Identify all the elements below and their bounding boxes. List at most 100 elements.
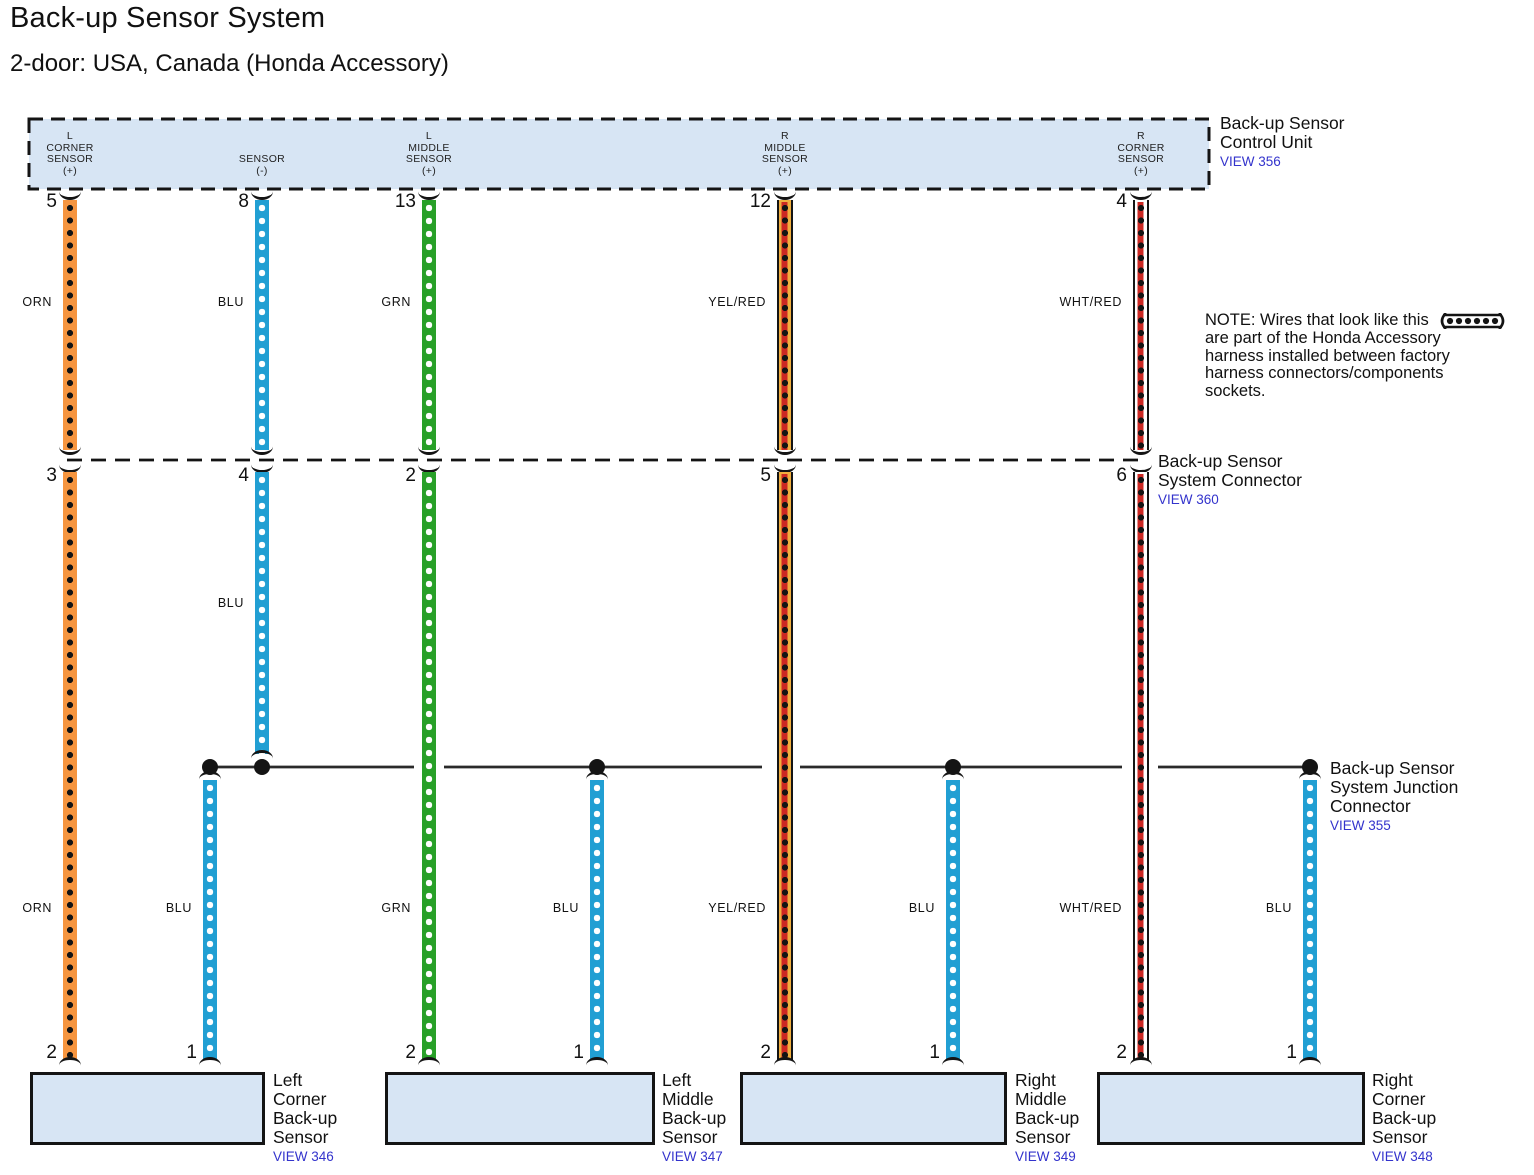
connector-shell-icon [1130, 190, 1152, 200]
sensor-view-link[interactable]: VIEW 346 [273, 1149, 334, 1164]
connector-shell-icon [774, 190, 796, 200]
control-unit-name: Back-up Sensor Control Unit [1220, 113, 1345, 152]
note-intro: NOTE: Wires that look like this [1205, 311, 1429, 329]
wire-blu-to-junction [255, 472, 269, 754]
left-middle-sensor-box [385, 1072, 655, 1145]
wire-color-label: BLU [165, 901, 192, 915]
connector-shell-icon [59, 463, 81, 473]
wire-color-label: YEL/RED [708, 901, 766, 915]
pin-number: 5 [760, 465, 771, 486]
pin-number: 1 [929, 1042, 940, 1063]
connector-shell-icon [1130, 1057, 1152, 1067]
pin-number: 2 [405, 465, 416, 486]
page-title: Back-up Sensor System [10, 2, 326, 34]
wire-orn-upper [63, 200, 77, 450]
terminal-label-r-middle: R MIDDLE SENSOR (+) [761, 130, 809, 177]
sensor-name: Left Middle Back-up Sensor [662, 1070, 727, 1147]
pin-number: 6 [1116, 465, 1127, 486]
left-middle-sensor-callout: Left Middle Back-up Sensor VIEW 347 [662, 1071, 726, 1166]
pin-number: 1 [1286, 1042, 1297, 1063]
connector-shell-icon [251, 190, 273, 200]
wire-blu-drop [1303, 780, 1317, 1060]
wire-blu-drop [590, 780, 604, 1060]
terminal-label-r-corner: R CORNER SENSOR (+) [1117, 130, 1165, 177]
connector-shell-icon [942, 771, 964, 781]
terminal-label-l-middle: L MIDDLE SENSOR (+) [405, 130, 453, 177]
left-corner-sensor-callout: Left Corner Back-up Sensor VIEW 346 [273, 1071, 337, 1166]
connector-shell-icon [1299, 771, 1321, 781]
connector-shell-icon [199, 1057, 221, 1067]
wire-grn-lower [422, 472, 436, 1060]
pin-number: 5 [46, 191, 57, 212]
pin-number: 2 [405, 1042, 416, 1063]
left-corner-sensor-box [30, 1072, 265, 1145]
wire-color-label: BLU [217, 596, 244, 610]
wire-yelred-lower [777, 472, 793, 1060]
wire-color-label: BLU [908, 901, 935, 915]
connector-shell-icon [199, 771, 221, 781]
right-middle-sensor-box [740, 1072, 1007, 1145]
wire-whtred-upper [1133, 200, 1149, 450]
wire-color-label: GRN [381, 901, 411, 915]
wire-yelred-upper [777, 200, 793, 450]
terminal-label-l-corner: L CORNER SENSOR (+) [46, 130, 94, 177]
wire-color-label: WHT/RED [1059, 295, 1122, 309]
pin-number: 1 [573, 1042, 584, 1063]
wire-whtred-lower [1133, 472, 1149, 1060]
right-middle-sensor-callout: Right Middle Back-up Sensor VIEW 349 [1015, 1071, 1079, 1166]
control-unit-box [27, 117, 1211, 191]
junction-connector-callout: Back-up Sensor System Junction Connector… [1330, 759, 1458, 835]
connector-shell-icon [942, 1057, 964, 1067]
wire-color-label: ORN [22, 901, 52, 915]
system-connector-callout: Back-up Sensor System Connector VIEW 360 [1158, 452, 1302, 509]
wire-grn-upper [422, 200, 436, 450]
connector-shell-icon [59, 190, 81, 200]
connector-shell-icon [251, 750, 273, 760]
pin-number: 12 [749, 191, 771, 212]
sensor-view-link[interactable]: VIEW 349 [1015, 1149, 1076, 1164]
junction-dot [254, 759, 270, 775]
sensor-name: Left Corner Back-up Sensor [273, 1070, 338, 1147]
wire-color-label: WHT/RED [1059, 901, 1122, 915]
junction-connector-name: Back-up Sensor System Junction Connector [1330, 758, 1459, 816]
connector-shell-icon [59, 1057, 81, 1067]
wire-orn-lower [63, 472, 77, 1060]
connector-shell-icon [1130, 445, 1152, 455]
pin-number: 13 [394, 191, 416, 212]
control-unit-view-link[interactable]: VIEW 356 [1220, 154, 1281, 169]
connector-shell-icon [418, 445, 440, 455]
page-subtitle: 2-door: USA, Canada (Honda Accessory) [10, 50, 449, 77]
system-connector-view-link[interactable]: VIEW 360 [1158, 492, 1219, 507]
sensor-view-link[interactable]: VIEW 348 [1372, 1149, 1433, 1164]
connector-shell-icon [586, 1057, 608, 1067]
pin-number: 2 [1116, 1042, 1127, 1063]
right-corner-sensor-callout: Right Corner Back-up Sensor VIEW 348 [1372, 1071, 1436, 1166]
accessory-note: NOTE: Wires that look like this are part… [1205, 311, 1534, 401]
sensor-name: Right Corner Back-up Sensor [1372, 1070, 1437, 1147]
wire-color-label: BLU [1265, 901, 1292, 915]
connector-shell-icon [418, 190, 440, 200]
pin-number: 2 [760, 1042, 771, 1063]
wire-color-label: BLU [552, 901, 579, 915]
connector-shell-icon [774, 445, 796, 455]
pin-number: 3 [46, 465, 57, 486]
pin-number: 2 [46, 1042, 57, 1063]
system-connector-name: Back-up Sensor System Connector [1158, 451, 1302, 490]
connector-shell-icon [251, 445, 273, 455]
note-body: are part of the Honda Accessory harness … [1205, 328, 1450, 401]
connector-shell-icon [1299, 1057, 1321, 1067]
sensor-view-link[interactable]: VIEW 347 [662, 1149, 723, 1164]
wire-color-label: GRN [381, 295, 411, 309]
pin-number: 4 [238, 465, 249, 486]
wire-color-label: BLU [217, 295, 244, 309]
junction-connector-view-link[interactable]: VIEW 355 [1330, 818, 1391, 833]
control-unit-callout: Back-up Sensor Control Unit VIEW 356 [1220, 114, 1345, 171]
connector-shell-icon [1130, 463, 1152, 473]
wire-blu-drop [946, 780, 960, 1060]
wire-blu-drop [203, 780, 217, 1060]
accessory-wire-icon [1440, 312, 1505, 329]
connector-shell-icon [59, 445, 81, 455]
wire-color-label: YEL/RED [708, 295, 766, 309]
